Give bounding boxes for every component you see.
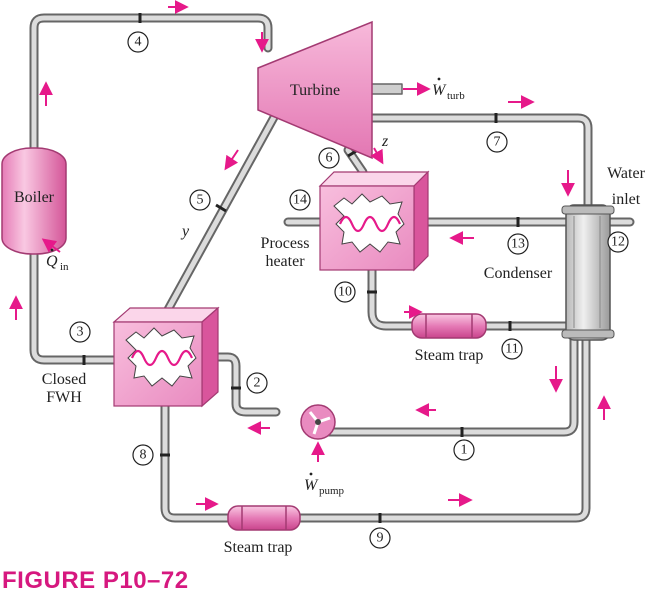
state-13: 13 [507,233,529,255]
pump [300,404,336,440]
svg-text:W: W [432,82,447,99]
svg-text:3: 3 [77,325,84,340]
svg-text:11: 11 [505,342,518,357]
state-14: 14 [289,189,311,211]
w-pump-label: W pump [304,472,345,497]
state-5: 5 [189,189,211,211]
fraction-z: z [381,133,389,150]
state-9: 9 [369,527,391,549]
svg-text:W: W [304,477,319,494]
w-turb-label: W turb [432,77,465,102]
boiler: Boiler [1,147,67,255]
svg-text:14: 14 [293,193,307,208]
state-12: 12 [607,231,629,253]
svg-text:9: 9 [377,531,384,546]
svg-text:pump: pump [319,485,345,497]
svg-text:2: 2 [254,376,261,391]
steam-trap-lower [227,505,301,531]
state-labels: 4 3 5 6 7 14 13 12 10 11 2 1 8 9 [69,31,629,549]
state-1: 1 [453,439,475,461]
state-4: 4 [127,31,149,53]
steam-trap-lower-label: Steam trap [224,539,293,556]
closed-fwh-label-1: Closed [42,371,86,388]
boiler-label: Boiler [14,189,55,206]
state-10: 10 [334,281,356,303]
svg-text:in: in [60,261,69,273]
svg-text:7: 7 [494,135,501,150]
state-2: 2 [246,372,268,394]
svg-text:12: 12 [611,235,625,250]
svg-text:Q: Q [46,253,58,270]
svg-text:8: 8 [140,448,147,463]
state-11: 11 [501,338,523,360]
state-3: 3 [69,321,91,343]
turbine: Turbine [257,20,373,160]
text-labels: Closed FWH Process heater Condenser Wate… [42,77,646,556]
steam-trap-upper-label: Steam trap [415,347,484,364]
process-heater-label-2: heater [265,253,305,270]
state-6: 6 [318,147,340,169]
condenser-label: Condenser [484,265,553,282]
svg-text:1: 1 [461,443,468,458]
water-inlet-label-1: Water [607,165,645,182]
state-7: 7 [486,131,508,153]
svg-text:4: 4 [135,35,142,50]
svg-text:10: 10 [338,285,352,300]
q-in-label: Q in [46,248,69,273]
pipes [29,13,635,523]
process-heater-label-1: Process [261,235,310,252]
condenser [561,204,615,341]
flow-arrows [9,0,611,511]
closed-fwh-label-2: FWH [46,389,82,406]
svg-text:turb: turb [447,90,465,102]
svg-text:5: 5 [197,193,204,208]
svg-text:6: 6 [326,151,333,166]
svg-text:13: 13 [511,237,525,252]
steam-trap-upper [411,313,487,339]
water-inlet-label-2: inlet [612,191,641,208]
fraction-y: y [180,223,190,240]
state-8: 8 [132,444,154,466]
figure-caption: FIGURE P10–72 [2,567,189,594]
turbine-label: Turbine [290,82,340,99]
process-heater [318,170,430,272]
closed-fwh [112,306,220,408]
